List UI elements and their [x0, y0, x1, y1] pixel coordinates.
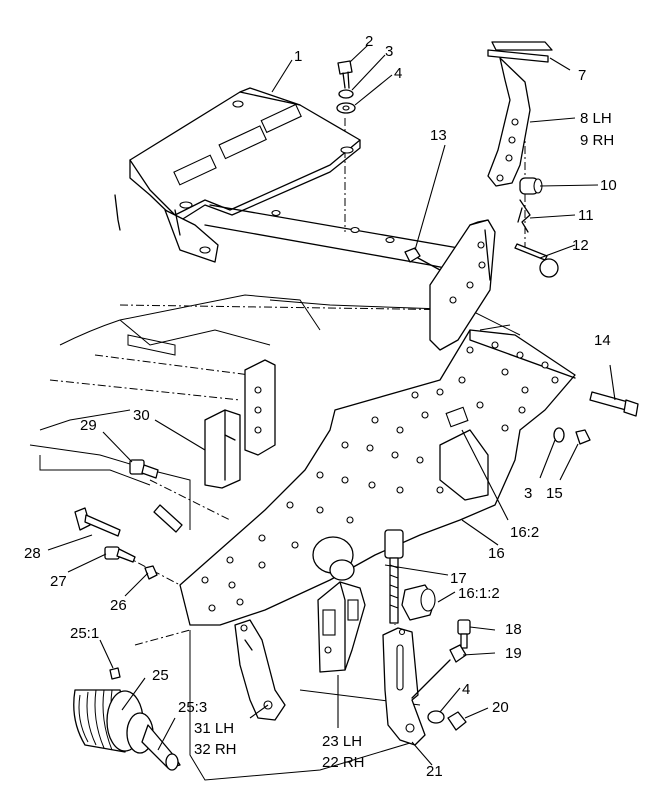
callout-4: 4 [394, 65, 402, 82]
washer-3 [553, 427, 565, 443]
nut-15 [575, 429, 591, 445]
leader-lines [47, 44, 616, 766]
callout-9-rh: 9 RH [580, 132, 614, 149]
callout-30: 30 [133, 407, 150, 424]
callout-3: 3 [385, 43, 393, 60]
callout-7: 7 [578, 67, 586, 84]
bolt-2 [337, 60, 353, 89]
part-30-spacer [204, 359, 276, 489]
callout-21: 21 [426, 763, 443, 780]
fitting-25-1 [109, 667, 121, 680]
bolt-28 [74, 507, 121, 537]
hair-pin-11 [517, 199, 531, 233]
part-1-mounting-plate [129, 87, 361, 263]
callout-25-1: 25:1 [70, 625, 99, 642]
part-21-lever [382, 627, 451, 746]
callout-2: 2 [365, 33, 373, 50]
bolt-27 [104, 546, 136, 563]
callout-32-rh: 32 RH [194, 741, 237, 758]
callout-25: 25 [152, 667, 169, 684]
callout-11: 11 [578, 207, 594, 224]
spacer-16-1-2 [401, 584, 436, 621]
callout-29: 29 [80, 417, 97, 434]
callout-25-3: 25:3 [178, 699, 207, 716]
callout-17: 17 [450, 570, 467, 587]
callout-31-lh: 31 LH [194, 720, 234, 737]
nut-26 [144, 565, 158, 580]
part-7-pedal-pad [487, 41, 553, 63]
callout-10: 10 [600, 177, 617, 194]
bushing-10 [519, 177, 543, 195]
part-31-32-arm [234, 619, 286, 721]
bushing-17 [329, 559, 355, 581]
bolt-29 [129, 459, 183, 533]
callout-16-2: 16:2 [510, 524, 539, 541]
callout-18: 18 [505, 621, 522, 638]
callout-13: 13 [430, 127, 447, 144]
callout-26: 26 [110, 597, 127, 614]
callout-28: 28 [24, 545, 41, 562]
clevis-pin-12 [514, 243, 559, 278]
callout-23-lh: 23 LH [322, 733, 362, 750]
part-8-9-pedal-arm [487, 57, 531, 187]
callout-3b: 3 [524, 485, 532, 502]
part-25-hub [73, 689, 181, 771]
callout-19: 19 [505, 645, 522, 662]
nut-20 [447, 711, 467, 731]
callout-27: 27 [50, 573, 67, 590]
callout-12: 12 [572, 237, 589, 254]
plate-holes [201, 341, 559, 612]
bolt-18 [457, 619, 471, 649]
callout-15: 15 [546, 485, 563, 502]
part-23-22-bracket [317, 581, 366, 673]
callout-labels: 1 2 3 4 7 8 LH 9 RH 10 11 12 13 14 3 15 … [24, 33, 617, 780]
bolt-17 [384, 529, 404, 624]
callout-4b: 4 [462, 681, 470, 698]
callout-16-1-2: 16:1:2 [458, 585, 500, 602]
callout-14: 14 [594, 332, 611, 349]
nut-13 [404, 247, 441, 271]
upper-side-bracket [429, 219, 496, 351]
lock-washer-3 [338, 89, 354, 99]
callout-1: 1 [294, 48, 302, 65]
callout-8-lh: 8 LH [580, 110, 612, 127]
part-16-side-plate [179, 329, 576, 626]
callout-22-rh: 22 RH [322, 754, 365, 771]
callout-20: 20 [492, 699, 509, 716]
callout-16: 16 [488, 545, 505, 562]
bolt-14 [589, 391, 639, 417]
washer-4 [427, 710, 445, 724]
